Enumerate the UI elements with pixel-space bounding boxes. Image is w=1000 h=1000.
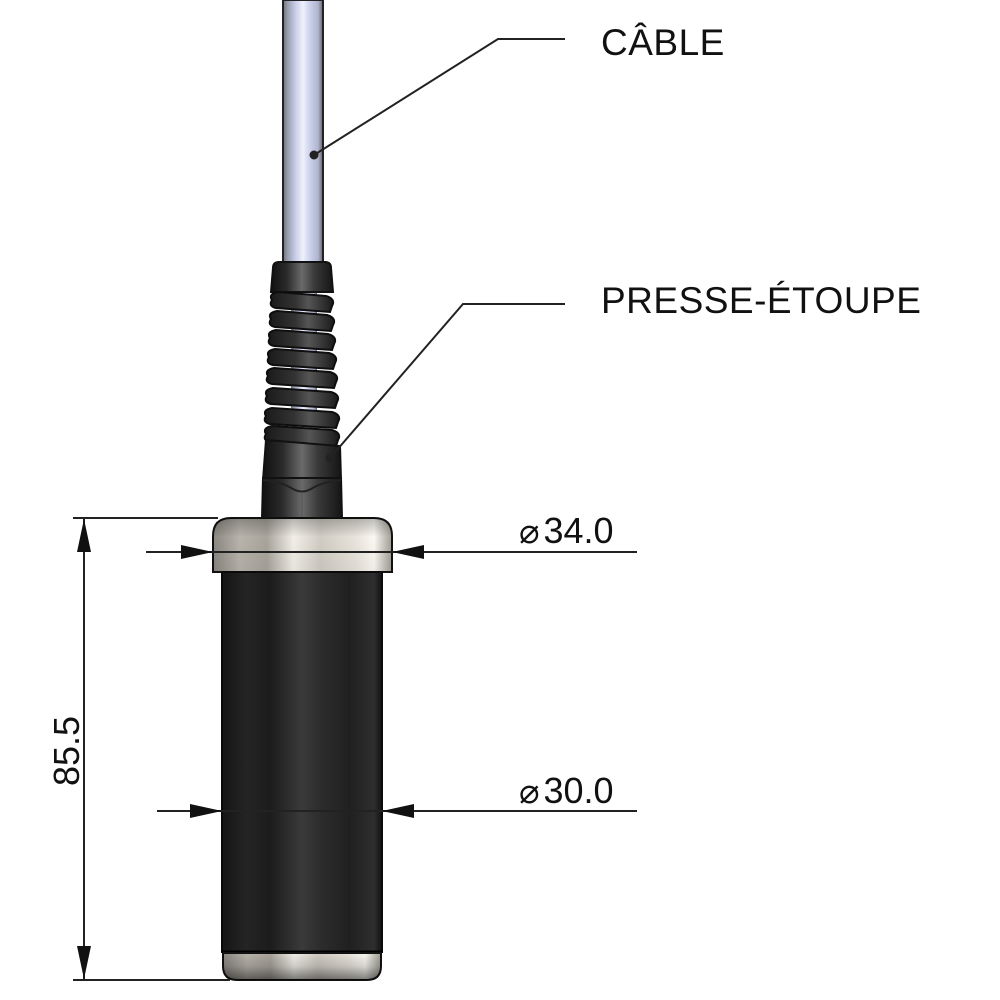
dimension-cap-diameter (146, 545, 637, 559)
diameter-symbol-icon: ⌀ (519, 512, 540, 552)
dimension-value: 34.0 (543, 510, 614, 551)
dimension-value: 30.0 (543, 770, 614, 811)
strain-relief-spring (263, 290, 341, 448)
probe-cap (212, 517, 393, 573)
dimension-height-label: 85.5 (46, 715, 87, 786)
probe-body (221, 571, 383, 981)
cable-gland (260, 261, 344, 519)
dimension-body-diameter (157, 804, 637, 818)
callout-gland-label: PRESSE-ÉTOUPE (601, 280, 922, 321)
leader-line-gland (325, 303, 565, 463)
dimension-body-diameter-label: ⌀30.0 (519, 770, 614, 812)
leader-line-cable (309, 38, 565, 160)
dimension-cap-diameter-label: ⌀34.0 (519, 510, 614, 552)
diameter-symbol-icon: ⌀ (519, 772, 540, 812)
callout-cable-label: CÂBLE (601, 22, 725, 63)
dimension-overall-height (73, 517, 230, 981)
